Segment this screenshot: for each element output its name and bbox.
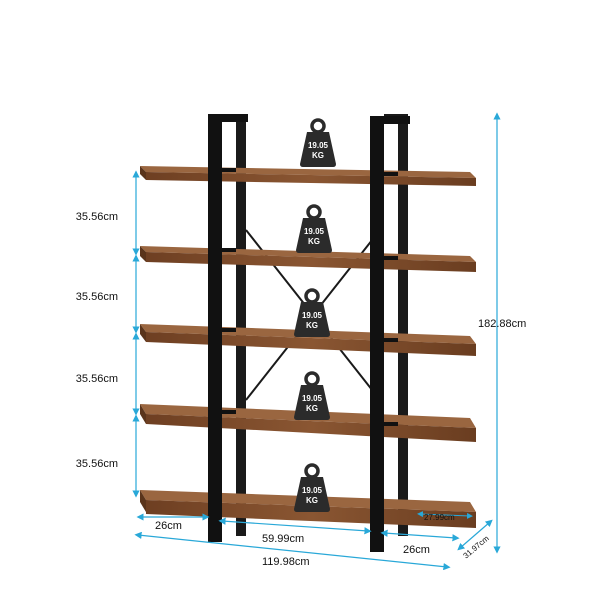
inner-width-label: 59.99cm: [262, 533, 304, 545]
back-left-post: [236, 116, 246, 536]
weight-unit: KG: [306, 404, 318, 413]
shelf-spacing-label-3: 35.56cm: [76, 373, 118, 385]
total-depth-line: [457, 519, 493, 551]
weight-unit: KG: [308, 237, 320, 246]
front-frame: [208, 114, 410, 552]
front-left-top-bar: [208, 114, 248, 122]
front-right-top-bar: [370, 116, 410, 124]
shelf-depth-label: 27.99cm: [424, 513, 455, 522]
shelf-spacing-label-1: 35.56cm: [76, 211, 118, 223]
weight-unit: KG: [306, 321, 318, 330]
shelf-spacing-label-4: 35.56cm: [76, 458, 118, 470]
total-width-label: 119.98cm: [262, 556, 310, 568]
total-depth-label: 31.97cm: [461, 534, 491, 561]
weight-value: 19.05: [308, 141, 329, 150]
shelf-1: [140, 166, 476, 186]
weight-unit: KG: [306, 496, 318, 505]
back-right-post: [398, 116, 408, 536]
weight-value: 19.05: [302, 486, 323, 495]
weight-unit: KG: [312, 151, 324, 160]
weight-value: 19.05: [302, 394, 323, 403]
total-width-line: [134, 531, 451, 571]
right-overhang-label: 26cm: [403, 544, 430, 556]
front-right-post: [370, 118, 384, 552]
weight-value: 19.05: [302, 311, 323, 320]
shelf-spacing-label-2: 35.56cm: [76, 291, 118, 303]
total-height-label: 182.88cm: [478, 318, 526, 330]
front-left-post: [208, 116, 222, 542]
weight-value: 19.05: [304, 227, 325, 236]
shelf-depth-line: [417, 511, 473, 519]
inner-width-line: [218, 517, 372, 535]
left-overhang-label: 26cm: [155, 520, 182, 532]
right-overhang-line: [380, 529, 460, 542]
